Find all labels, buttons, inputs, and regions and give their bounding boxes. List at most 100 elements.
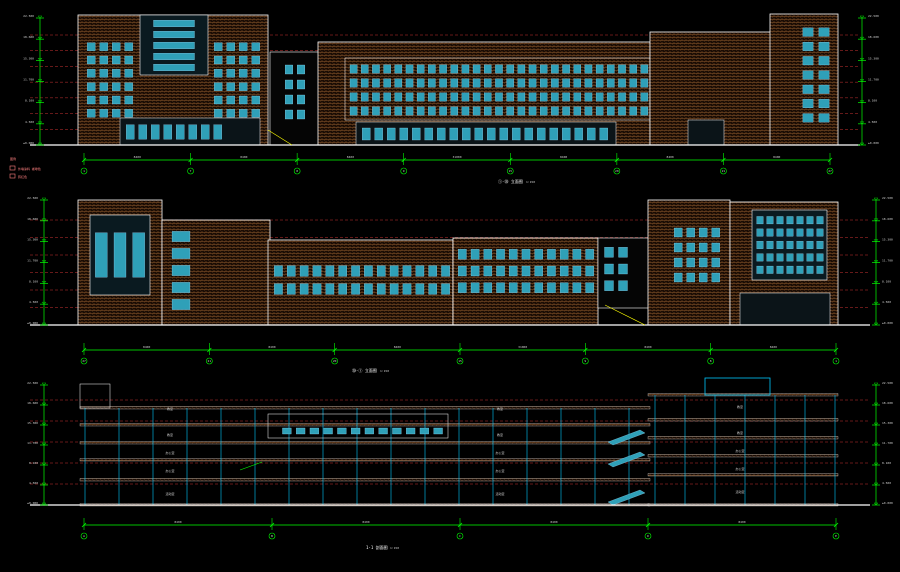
p2-axis-bubble [456, 357, 464, 365]
p1-mid-window [506, 106, 514, 116]
p1-left-level-triangle [37, 142, 43, 146]
p2-left-level-label: 22.500 [27, 196, 38, 200]
p2-mid-left-window [325, 265, 335, 277]
p2-left-level-label: 18.600 [27, 217, 38, 221]
p1-tower-window [818, 41, 830, 51]
p3-dim-tick [457, 522, 463, 528]
p1-curtain-window [153, 20, 195, 27]
p3-dim-tick [833, 522, 839, 528]
p1-mid-window [618, 92, 626, 102]
p1-mid-window [495, 92, 503, 102]
p1-left-level-label: 22.500 [23, 14, 34, 18]
p1-base-window [449, 127, 458, 141]
p1-left2-window [251, 95, 260, 105]
p3-leader [239, 461, 263, 471]
p1-mid-window [584, 64, 593, 74]
p1-mid-window [372, 78, 380, 88]
p1-podium-window [151, 124, 160, 140]
elevation-2-level-marks: 22.50018.60015.30011.7008.1004.500±0.000… [27, 196, 893, 326]
p1-axis-bubble [187, 167, 194, 175]
p1-left2-window [251, 109, 260, 118]
p3-room-label: 办公室 [495, 468, 504, 473]
p2-dim-tick [81, 347, 87, 353]
p1-dim-text: 8400 [773, 155, 780, 159]
p1-base-window [562, 127, 571, 141]
p1-mid-window [349, 64, 358, 74]
p3-room-label: 教室 [167, 406, 173, 411]
p2-link-window [604, 263, 614, 275]
p1-dim-text: 8400 [347, 155, 354, 159]
p1-tower-window [818, 27, 830, 37]
p3-stair-flight [607, 429, 646, 446]
p2-mid-left-window [287, 283, 296, 295]
p1-mid-window [484, 78, 492, 88]
p2-mid-right-window [534, 265, 543, 277]
p1-axis-label: 21 [722, 169, 726, 173]
p1-mid-window [461, 64, 470, 74]
p1-mid-window [416, 64, 425, 74]
p1-left-level-label: ±0.000 [23, 141, 34, 145]
p2-curtain-b-window [766, 253, 774, 262]
p2-axis-bubble [80, 357, 88, 365]
p1-mid-window [405, 92, 414, 102]
p1-base-window [387, 127, 396, 141]
p1-base-window [437, 127, 446, 141]
p1-tower-window [802, 113, 814, 123]
p2-right-level-triangle [873, 301, 879, 305]
p2-right-level-triangle [873, 197, 879, 201]
p2-mid-right-window [470, 249, 480, 260]
p3-right-level-triangle [873, 422, 879, 426]
p1-mid-window [584, 106, 593, 116]
p1-right-level-triangle [859, 15, 865, 19]
p1-mid-window [551, 92, 559, 102]
p2-mid-left [267, 239, 454, 326]
p3-axis-bubble [456, 532, 464, 540]
p2-tower-window [171, 299, 191, 310]
p2-axis-bubble [707, 357, 714, 365]
p3-room-label: 教室 [497, 406, 503, 411]
p2-ramp [604, 304, 646, 326]
p1-mid-window [495, 106, 503, 116]
p2-left-curtain-window [113, 232, 127, 278]
p1-right-level-triangle [859, 58, 865, 61]
p3-left-level-label: 11.700 [27, 441, 38, 445]
p3-right-level-triangle [873, 482, 879, 486]
p1-podium-window [126, 124, 135, 140]
p2-dim-text: 8400 [143, 345, 150, 349]
p1-left2-window [251, 55, 260, 65]
p2-axis-bubble [206, 357, 213, 365]
p1-left-window [99, 109, 108, 118]
p2-curtain-b-window [776, 265, 784, 274]
p1-mid-window [573, 106, 582, 116]
p1-mid-window [539, 64, 548, 74]
p2-left-level-triangle [41, 239, 47, 242]
p1-mid-window [428, 78, 436, 88]
p1-mid-window [595, 92, 604, 102]
p1-left-level-triangle [37, 79, 43, 82]
p2-dim-tick [833, 347, 839, 353]
p2-curtain-b-window [806, 216, 814, 225]
p2-mid-left-window [325, 283, 335, 295]
p1-podium-window [163, 124, 172, 140]
p1-link-window [297, 109, 305, 120]
p2-right-level-triangle [873, 281, 879, 284]
p1-mid-window [618, 78, 626, 88]
p2-mid-right-window [470, 265, 480, 277]
p1-tower-window [818, 113, 830, 123]
p1-left-level-triangle [37, 58, 43, 61]
p1-mid-window [416, 92, 425, 102]
p1-mid-window [607, 92, 615, 102]
p1-axis-label: 20 [615, 169, 619, 173]
p1-right-level-label: 4.500 [868, 120, 877, 124]
p3-floor-slab [79, 441, 651, 445]
p2-dim-tick [457, 347, 463, 353]
p1-mid-window [539, 92, 548, 102]
p1-mid-window [629, 92, 637, 102]
p1-axis-bubble [613, 167, 621, 175]
p1-base-window [424, 127, 433, 141]
p1-base-window [374, 127, 383, 141]
p2-right-level-label: 15.300 [882, 238, 893, 242]
p2-right-a-window [711, 242, 720, 253]
p1-mid-window [428, 92, 436, 102]
p1-axis-bubble [506, 167, 514, 175]
